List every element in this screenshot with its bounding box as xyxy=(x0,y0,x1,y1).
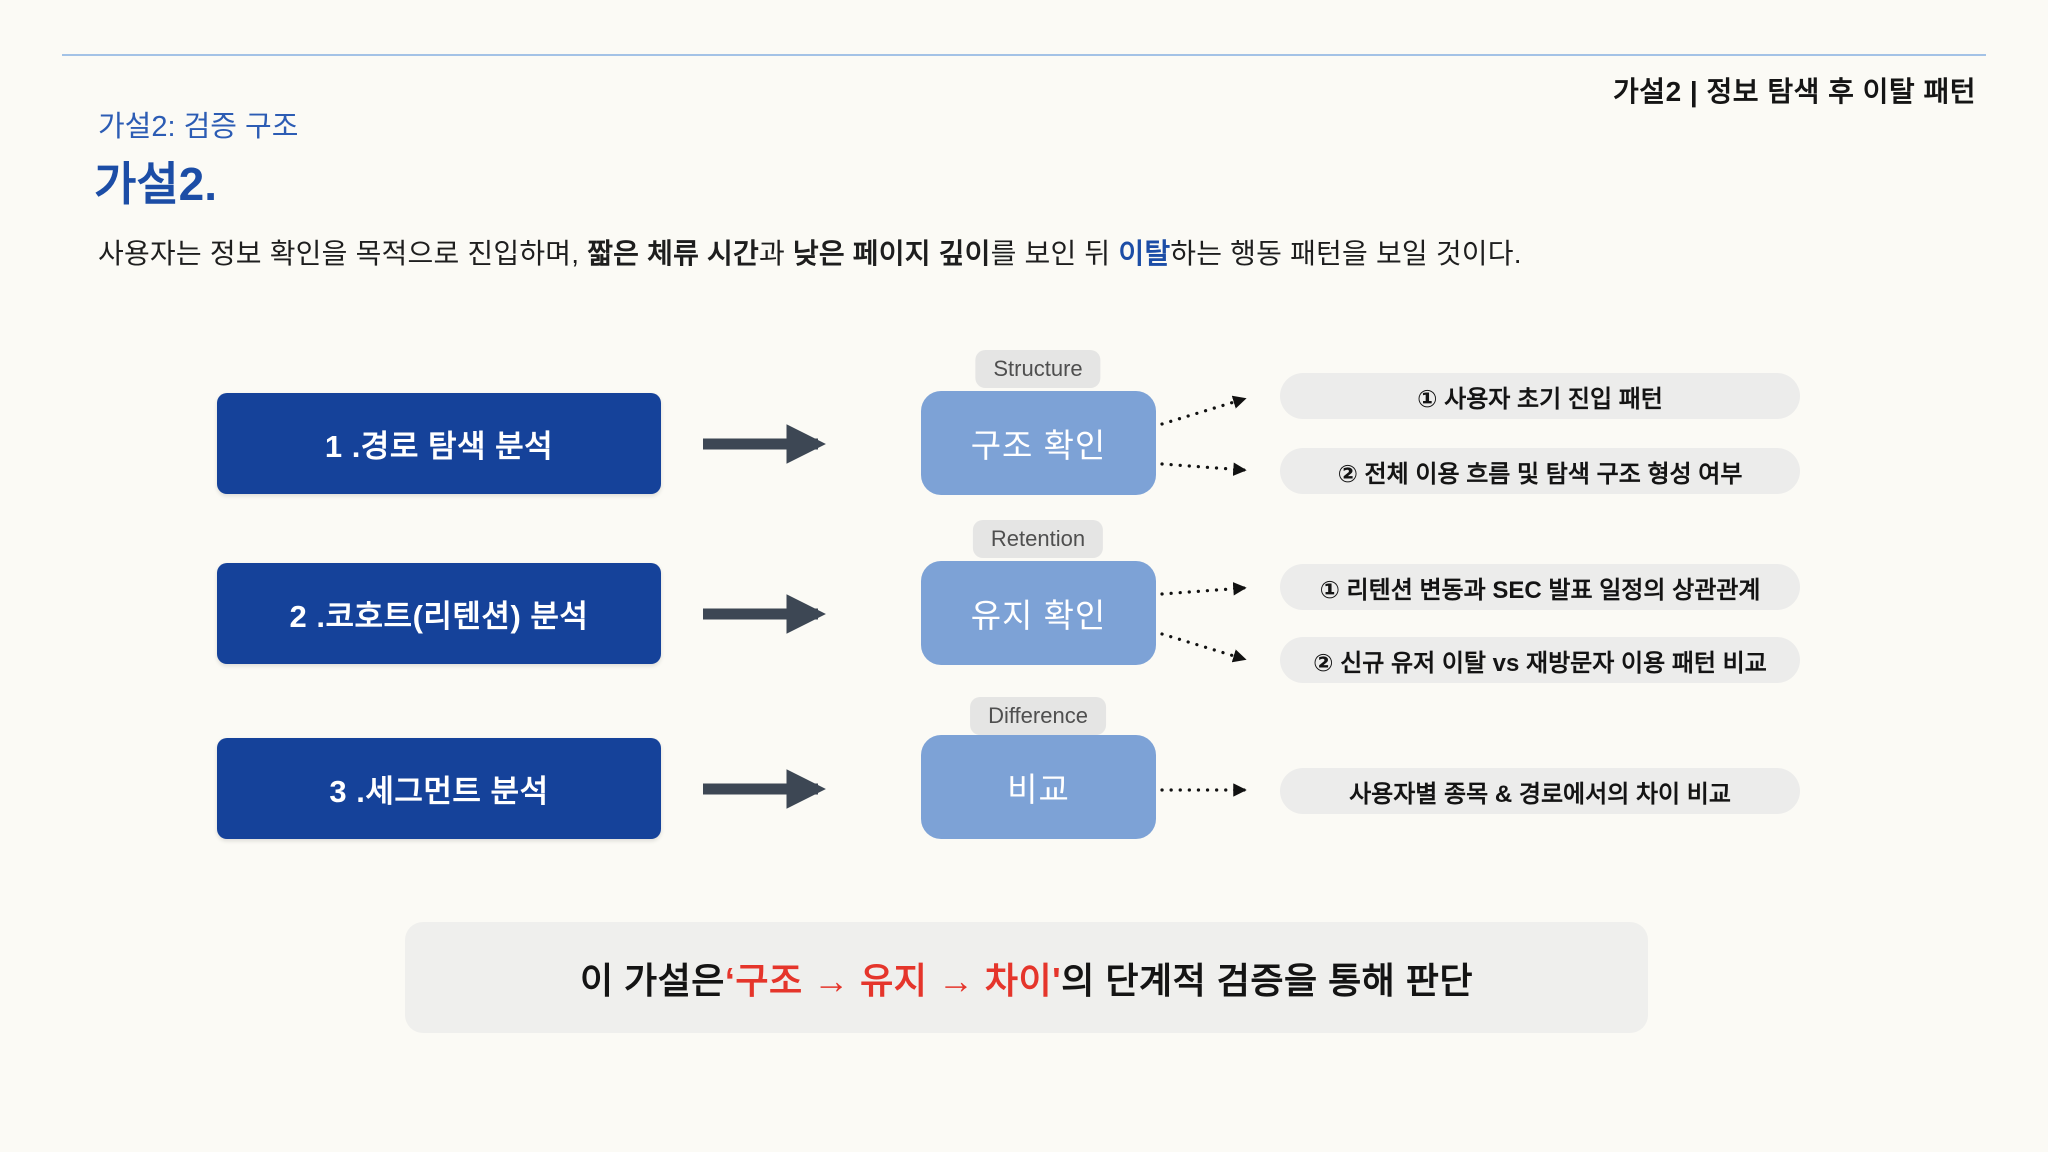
page-title: 가설2. xyxy=(94,158,218,210)
tag-pill-structure: Structure xyxy=(975,350,1101,388)
check-label-3: 비교 xyxy=(1007,771,1070,808)
check-box-difference: 비교 xyxy=(921,735,1156,839)
dotted-arrow-icon xyxy=(1160,395,1247,426)
section-kicker: 가설2: 검증 구조 xyxy=(98,111,299,143)
body-part4: 하는 행동 패턴을 보일 것이다. xyxy=(1170,238,1522,269)
slide-header-right: 가설2 | 정보 탐색 후 이탈 패턴 xyxy=(1613,76,1976,107)
body-part1: 사용자는 정보 확인을 목적으로 진입하며, xyxy=(98,238,588,269)
check-box-retention: 유지 확인 xyxy=(921,561,1156,665)
dotted-arrow-icon xyxy=(1160,582,1247,596)
step-box-3: 3 .세그먼트 분석 xyxy=(217,738,661,839)
step-label-2: 2 .코호트(리텐션) 분석 xyxy=(289,599,589,634)
footer-part1: 이 가설은 xyxy=(579,959,725,1001)
footer-highlight: ‘구조 → 유지 → 차이' xyxy=(724,959,1062,1001)
outcome-pill: ① 리텐션 변동과 SEC 발표 일정의 상관관계 xyxy=(1280,564,1800,610)
check-box-structure: 구조 확인 xyxy=(921,391,1156,495)
conclusion-banner: 이 가설은 ‘구조 → 유지 → 차이'의 단계적 검증을 통해 판단 xyxy=(405,922,1648,1033)
outcome-pill: ② 전체 이용 흐름 및 탐색 구조 형성 여부 xyxy=(1280,448,1800,494)
outcome-pill: 사용자별 종목 & 경로에서의 차이 비교 xyxy=(1280,768,1800,814)
body-bold2: 낮은 페이지 깊이 xyxy=(792,238,991,269)
body-highlight: 이탈 xyxy=(1118,238,1171,269)
hypothesis-statement: 사용자는 정보 확인을 목적으로 진입하며, 짧은 체류 시간과 낮은 페이지 … xyxy=(98,232,1522,272)
check-label-1: 구조 확인 xyxy=(970,427,1107,464)
outcome-pill: ② 신규 유저 이탈 vs 재방문자 이용 패턴 비교 xyxy=(1280,637,1800,683)
top-divider xyxy=(62,54,1986,56)
footer-part2: 의 단계적 검증을 통해 판단 xyxy=(1061,959,1474,1001)
step-box-1: 1 .경로 탐색 분석 xyxy=(217,393,661,494)
check-label-2: 유지 확인 xyxy=(970,597,1107,634)
step-label-3: 3 .세그먼트 분석 xyxy=(329,774,549,809)
dotted-arrow-icon xyxy=(1160,632,1247,663)
dotted-arrow-icon xyxy=(1160,462,1247,476)
body-bold1: 짧은 체류 시간 xyxy=(587,238,759,269)
tag-pill-difference: Difference xyxy=(970,697,1106,735)
body-part3: 를 보인 뒤 xyxy=(990,238,1119,269)
step-box-2: 2 .코호트(리텐션) 분석 xyxy=(217,563,661,664)
tag-pill-retention: Retention xyxy=(972,520,1104,558)
step-label-1: 1 .경로 탐색 분석 xyxy=(324,429,554,464)
body-part2: 과 xyxy=(758,238,793,269)
outcome-pill: ① 사용자 초기 진입 패턴 xyxy=(1280,373,1800,419)
